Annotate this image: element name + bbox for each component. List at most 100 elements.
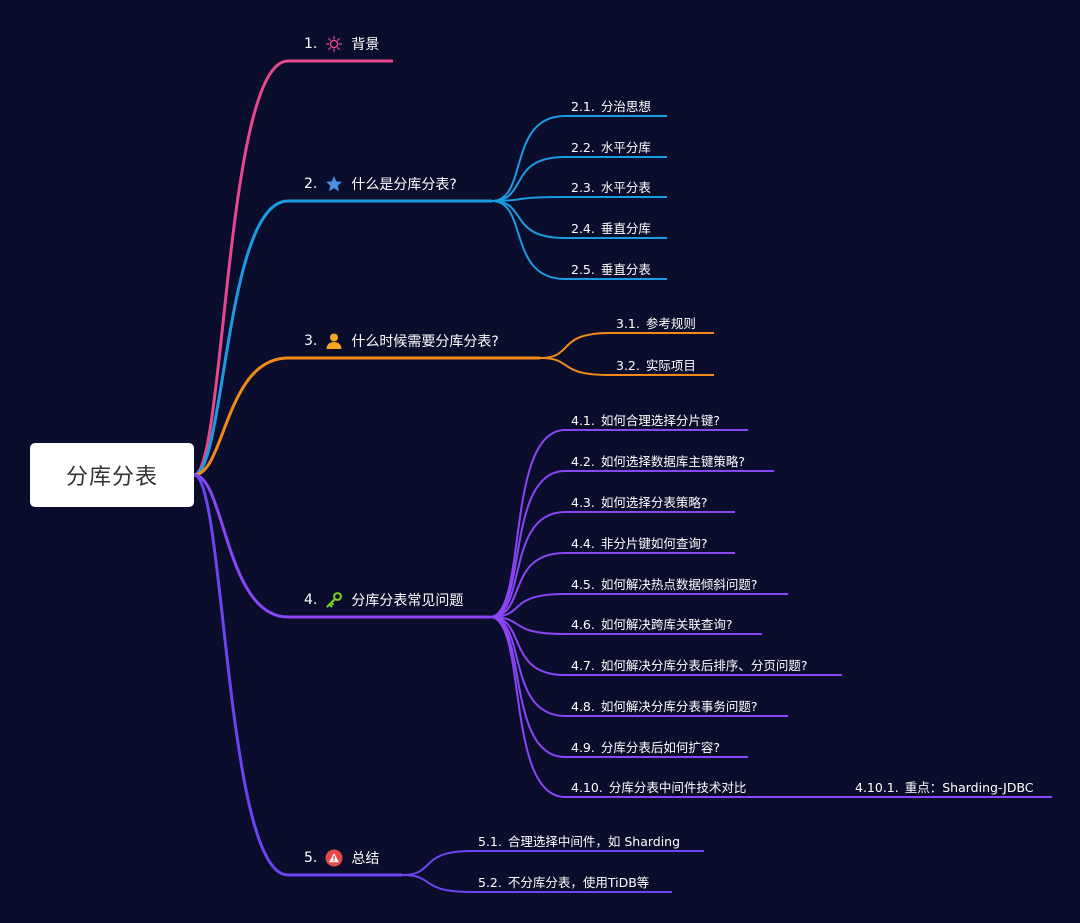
sub-node-4-7[interactable]: 4.7. 如何解决分库分表后排序、分页问题? (571, 655, 808, 674)
star-icon (325, 175, 343, 193)
sub-branch-connector (539, 332, 611, 359)
root-branch-connector (193, 473, 289, 877)
warning-icon (325, 849, 343, 867)
sub-branch-connector (539, 357, 611, 376)
sub-node-4-2[interactable]: 4.2. 如何选择数据库主键策略? (571, 451, 745, 470)
node-text: 如何解决分库分表事务问题? (600, 699, 758, 714)
node-text: 什么是分库分表? (351, 177, 457, 193)
sub-branch-connector (491, 156, 566, 202)
sub-branch-connector (401, 850, 473, 876)
node-text: 如何选择分表策略? (600, 495, 708, 510)
sub-node-2-1[interactable]: 2.1. 分治思想 (571, 96, 651, 115)
node-number: 5.2. (478, 875, 502, 890)
sub-branch-connector (489, 593, 566, 618)
root-branch-connector (193, 199, 289, 477)
node-text: 分库分表后如何扩容? (600, 740, 720, 755)
sub-branch-connector (491, 115, 566, 202)
node-text: 什么时候需要分库分表? (351, 334, 499, 350)
person-icon (325, 332, 343, 350)
sub-branch-connector (491, 200, 566, 280)
sub-node-4-6[interactable]: 4.6. 如何解决跨库关联查询? (571, 614, 733, 633)
sub-branch-connector (489, 429, 566, 618)
sub-node-2-2[interactable]: 2.2. 水平分库 (571, 137, 651, 156)
node-number: 4.10. (571, 780, 603, 795)
node-number: 2.5. (571, 262, 595, 277)
sub-branch-connector (489, 616, 566, 635)
leaf-node-4-10-1[interactable]: 4.10.1. 重点：Sharding-JDBC (855, 777, 1034, 796)
node-number: 4.10.1. (855, 780, 899, 795)
node-number: 3. (304, 333, 318, 349)
node-number: 4. (304, 592, 318, 608)
branch-node-3[interactable]: 3. 什么时候需要分库分表? (304, 331, 499, 351)
node-text: 非分片键如何查询? (600, 536, 708, 551)
sub-branch-connector (489, 470, 566, 618)
node-number: 4.6. (571, 617, 595, 632)
node-number: 2. (304, 176, 318, 192)
sub-node-4-3[interactable]: 4.3. 如何选择分表策略? (571, 492, 708, 511)
sub-node-3-2[interactable]: 3.2.实际项目 (616, 355, 696, 374)
branch-node-1[interactable]: 1. 背景 (304, 34, 379, 54)
node-number: 5.1. (478, 834, 502, 849)
branch-node-5[interactable]: 5. 总结 (304, 848, 379, 868)
node-text: 重点：Sharding-JDBC (904, 780, 1034, 795)
node-text: 如何合理选择分片键? (600, 413, 720, 428)
node-text: 合理选择中间件，如 Sharding (507, 834, 681, 849)
node-text: 分库分表中间件技术对比 (608, 780, 747, 795)
sub-node-3-1[interactable]: 3.1. 参考规则 (616, 313, 696, 332)
sub-node-2-3[interactable]: 2.3. 水平分表 (571, 177, 651, 196)
sub-branch-connector (489, 616, 566, 717)
node-text: 如何解决跨库关联查询? (600, 617, 733, 632)
branch-node-4[interactable]: 4. 分库分表常见问题 (304, 590, 463, 610)
sub-branch-connector (491, 196, 566, 202)
node-number: 4.1. (571, 413, 595, 428)
sub-node-5-1[interactable]: 5.1. 合理选择中间件，如 Sharding (478, 831, 680, 850)
node-number: 2.3. (571, 180, 595, 195)
node-text: 分库分表常见问题 (351, 593, 464, 609)
node-number: 4.5. (571, 577, 595, 592)
node-text: 水平分库 (600, 140, 651, 155)
node-text: 背景 (351, 37, 380, 53)
node-number: 4.8. (571, 699, 595, 714)
root-branch-connector (193, 356, 289, 477)
node-text: 分治思想 (600, 99, 651, 114)
node-text: 如何解决分库分表后排序、分页问题? (600, 658, 808, 673)
node-number: 3.1. (616, 316, 640, 331)
sub-node-5-2[interactable]: 5.2. 不分库分表，使用TiDB等 (478, 872, 649, 891)
sub-node-4-5[interactable]: 4.5. 如何解决热点数据倾斜问题? (571, 574, 758, 593)
sub-node-4-9[interactable]: 4.9. 分库分表后如何扩容? (571, 737, 720, 756)
root-node[interactable]: 分库分表 (30, 443, 194, 507)
sub-branch-connector (491, 200, 566, 239)
node-number: 2.2. (571, 140, 595, 155)
node-text: 垂直分表 (600, 262, 651, 277)
sub-branch-connector (401, 874, 473, 893)
branch-node-2[interactable]: 2. 什么是分库分表? (304, 174, 457, 194)
sub-branch-connector (489, 616, 566, 758)
sub-node-2-4[interactable]: 2.4.垂直分库 (571, 218, 651, 237)
node-text: 不分库分表，使用TiDB等 (507, 875, 650, 890)
root-branch-connector (193, 473, 289, 619)
root-branch-connector (193, 59, 289, 477)
node-number: 4.9. (571, 740, 595, 755)
node-text: 如何选择数据库主键策略? (600, 454, 745, 469)
node-number: 4.7. (571, 658, 595, 673)
sub-node-2-5[interactable]: 2.5. 垂直分表 (571, 259, 651, 278)
lightbulb-icon (325, 35, 343, 53)
node-number: 2.1. (571, 99, 595, 114)
node-text: 实际项目 (645, 358, 696, 373)
sub-node-4-4[interactable]: 4.4. 非分片键如何查询? (571, 533, 708, 552)
node-number: 2.4. (571, 221, 595, 236)
node-number: 4.2. (571, 454, 595, 469)
root-label: 分库分表 (65, 465, 158, 490)
node-text: 水平分表 (600, 180, 651, 195)
sub-node-4-1[interactable]: 4.1. 如何合理选择分片键? (571, 410, 720, 429)
node-text: 参考规则 (645, 316, 696, 331)
node-number: 1. (304, 36, 318, 52)
sub-node-4-10[interactable]: 4.10. 分库分表中间件技术对比 (571, 777, 746, 796)
node-number: 4.3. (571, 495, 595, 510)
sub-branch-connector (489, 511, 566, 618)
node-number: 4.4. (571, 536, 595, 551)
node-text: 如何解决热点数据倾斜问题? (600, 577, 758, 592)
sub-node-4-8[interactable]: 4.8. 如何解决分库分表事务问题? (571, 696, 758, 715)
node-text: 总结 (351, 851, 380, 867)
